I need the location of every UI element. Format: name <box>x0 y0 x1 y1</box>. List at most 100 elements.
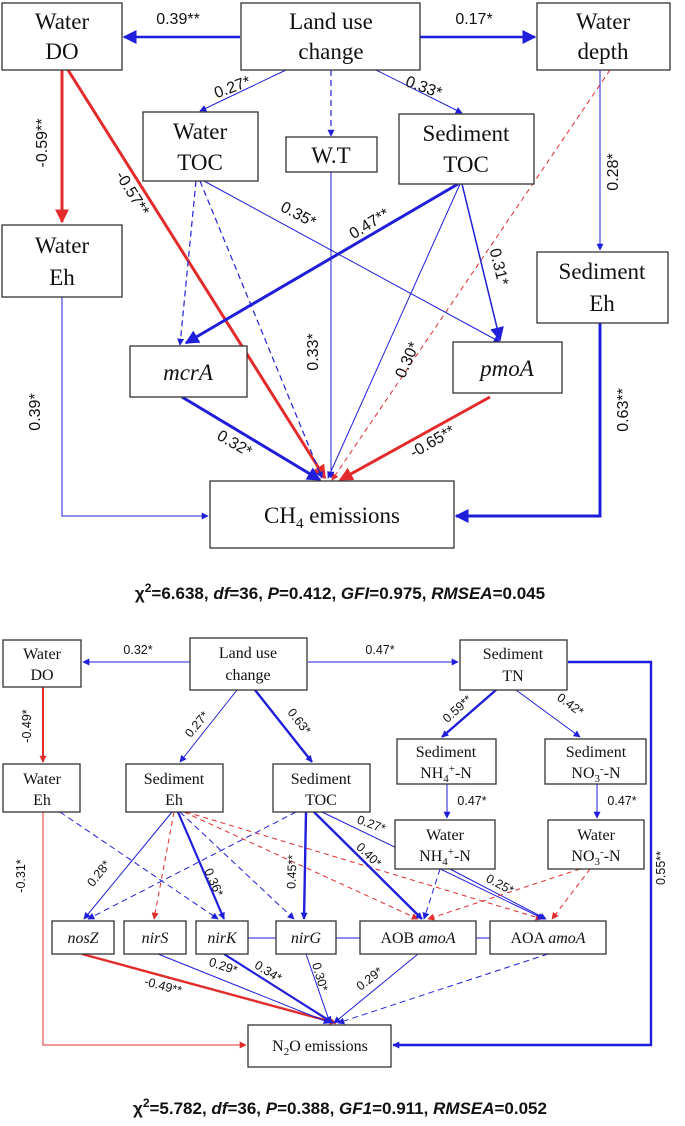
edge-landuse-watertoc <box>199 69 287 112</box>
edge-sedimenttoc-nirg <box>300 811 308 920</box>
node-label-line1: Sediment <box>423 121 510 146</box>
node-label-line2: depth <box>577 39 629 64</box>
node-label-line2: NH4+-N <box>419 846 471 868</box>
coef-landuse-waterdo: 0.39** <box>156 11 200 28</box>
coef-aob-n2o: 0.29* <box>354 964 386 993</box>
coef-waterdo-watereh: -0.49* <box>20 709 34 742</box>
node-nosz: nosZ <box>51 920 115 955</box>
edge-pmoa-ch4 <box>338 395 491 482</box>
node-label-line2: Eh <box>589 291 615 316</box>
node-label-line2: NO3--N <box>571 846 621 868</box>
node-label-line1: Sediment <box>559 259 646 284</box>
node-sediment-tn: Sediment TN <box>459 639 568 691</box>
edge-waternh4-aob <box>422 868 441 920</box>
edge-mcra-ch4 <box>181 395 322 482</box>
coef-landuse-sedimenttn: 0.47* <box>365 643 394 657</box>
edge-nirs-n2o <box>157 953 331 1024</box>
node-pmoa: pmoA <box>452 341 563 394</box>
node-label-line2: NH4+-N <box>420 763 472 785</box>
edge-aob-n2o <box>333 953 419 1024</box>
node-water-no3: Water NO3--N <box>547 819 645 870</box>
coef-mcra-ch4: 0.32* <box>214 427 255 460</box>
edge-sedimenteh-ch4 <box>454 323 602 523</box>
edge-landuse-sedimenteh <box>179 689 238 763</box>
coef-waterdepth-sedimenteh: 0.28* <box>605 153 622 190</box>
node-label-line2: Eh <box>165 792 183 809</box>
node-label-line1: Sediment <box>291 771 352 788</box>
coef-landuse-waterdo: 0.32* <box>123 643 152 657</box>
node-label-line1: Sediment <box>483 646 544 663</box>
node-nirs: nirS <box>123 920 187 955</box>
edge-sedimenteh-nirs <box>151 811 175 920</box>
edge-waterdo-ch4 <box>66 69 327 480</box>
edge-sedimenttoc-mcra <box>184 182 459 345</box>
edge-watereh-nirk <box>59 811 219 920</box>
edge-watereh-n2o <box>42 812 247 1049</box>
coef-sedimenttoc-ch4: 0.30* <box>393 340 424 381</box>
node-sediment-toc: Sediment TOC <box>272 763 371 813</box>
edge-waterdepth-ch4 <box>331 69 611 481</box>
d2-fit-statistics: χ2=5.782, df=36, P=0.388, GF1=0.911, RMS… <box>133 1096 547 1118</box>
node-label-line1: Land use <box>219 645 277 662</box>
coef-sedimenteh-nirk: 0.36* <box>201 866 226 898</box>
node-label: W.T <box>311 143 350 168</box>
node-label-line1: Water <box>35 233 90 258</box>
edge-sedimenttn-n2o <box>392 660 653 1049</box>
node-label: mcrA <box>163 360 214 385</box>
coef-watertoc-pmoa: 0.35* <box>278 199 319 232</box>
node-label: pmoA <box>478 356 535 381</box>
edge-landuse-sedimenttoc <box>375 69 463 114</box>
ch4-path-diagram: Water DO Land use change Water depth Wat… <box>1 2 671 603</box>
node-label-line1: Water <box>577 827 615 844</box>
edge-sedimenteh-nirg <box>179 811 295 920</box>
node-land-use-change: Land use change <box>240 2 421 71</box>
coef-sedimenttoc-pmoa: 0.31* <box>486 247 512 287</box>
node-label-line2: change <box>298 39 363 64</box>
coef-wt-ch4: 0.33* <box>305 333 322 370</box>
node-aoa-amoa: AOA amoA <box>489 920 607 955</box>
node-aob-amoa: AOB amoA <box>359 920 477 955</box>
node-water-do: Water DO <box>2 639 82 688</box>
coef-watereh-n2o: -0.31* <box>14 859 28 892</box>
node-label-line2: TOC <box>305 792 337 809</box>
coef-nosz-n2o: -0.49** <box>143 974 184 997</box>
node-n2o-emissions: N2O emissions <box>247 1024 392 1068</box>
node-label: AOB amoA <box>380 930 455 947</box>
edge-sedimenttn-sedno3 <box>515 689 581 738</box>
node-label: nosZ <box>67 930 99 947</box>
coef-sedimenteh-nosz: 0.28* <box>84 858 113 890</box>
coef-waternh4-aoa: 0.25* <box>484 871 516 897</box>
node-label-line2: NO3--N <box>571 763 621 785</box>
edge-waterno3-aoa <box>551 868 591 920</box>
edge-watertoc-pmoa <box>203 180 501 343</box>
node-water-nh4: Water NH4+-N <box>394 819 496 870</box>
coef-sedimenteh-ch4: 0.63** <box>615 388 632 432</box>
node-label-line1: Land use <box>289 9 373 34</box>
d1-nodes: Water DO Land use change Water depth Wat… <box>1 2 671 549</box>
coef-nirs-n2o: 0.29* <box>207 955 239 977</box>
node-land-use-change: Land use change <box>189 637 308 691</box>
node-label-line2: DO <box>30 667 53 684</box>
d1-edges <box>55 30 611 523</box>
coef-sedimenttn-n2o: 0.55** <box>654 851 668 885</box>
edge-waternh4-aoa <box>449 868 547 920</box>
node-sediment-no3: Sediment NO3--N <box>544 738 647 785</box>
edge-sedimenttn-sednh4 <box>441 689 497 738</box>
node-nirk: nirK <box>195 920 249 955</box>
node-label-line2: change <box>225 667 270 684</box>
edge-nirk-n2o <box>223 953 334 1024</box>
node-water-do: Water DO <box>1 2 123 71</box>
coef-landuse-watertoc: 0.27* <box>212 73 253 102</box>
edge-nosz-n2o <box>81 952 337 1025</box>
edge-aoa-n2o <box>337 953 549 1025</box>
coef-sednh4-waternh4: 0.47* <box>457 794 486 808</box>
node-label-line1: Water <box>23 646 61 663</box>
coef-sedno3-waterno3: 0.47* <box>607 794 636 808</box>
edge-watertoc-mcra <box>177 180 197 346</box>
coef-landuse-sedimenteh: 0.27* <box>182 709 212 740</box>
edge-sedimenttoc-pmoa <box>461 183 504 342</box>
node-sediment-nh4: Sediment NH4+-N <box>396 738 497 785</box>
node-water-eh: Water Eh <box>2 763 81 813</box>
node-label-line1: Water <box>576 9 631 34</box>
